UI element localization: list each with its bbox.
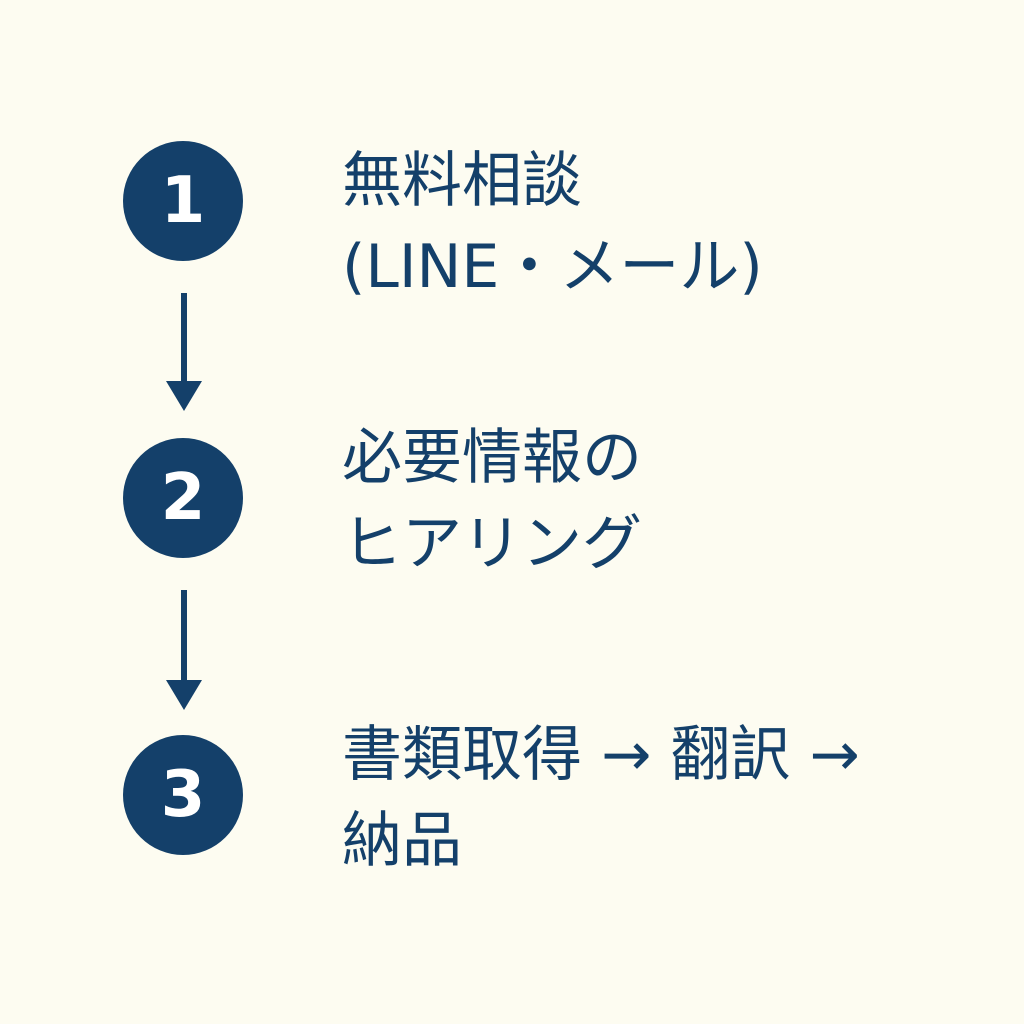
step-3-line-2: 納品 bbox=[342, 806, 462, 876]
step-3-line-1: 書類取得 → 翻訳 → bbox=[342, 720, 860, 790]
step-number-2: 2 bbox=[123, 438, 243, 558]
down-arrow-icon bbox=[166, 590, 202, 710]
step-1-label: 無料相談 (LINE・メール) bbox=[342, 138, 763, 310]
step-2-label: 必要情報の ヒアリング bbox=[342, 415, 642, 587]
step-1-line-2: (LINE・メール) bbox=[342, 232, 763, 302]
step-1-line-1: 無料相談 bbox=[342, 146, 582, 216]
step-2-line-1: 必要情報の bbox=[342, 423, 642, 493]
step-2-line-2: ヒアリング bbox=[342, 509, 642, 579]
down-arrow-icon bbox=[166, 293, 202, 411]
step-number-3: 3 bbox=[123, 735, 243, 855]
step-number-1: 1 bbox=[123, 141, 243, 261]
step-3-label: 書類取得 → 翻訳 → 納品 bbox=[342, 712, 860, 884]
